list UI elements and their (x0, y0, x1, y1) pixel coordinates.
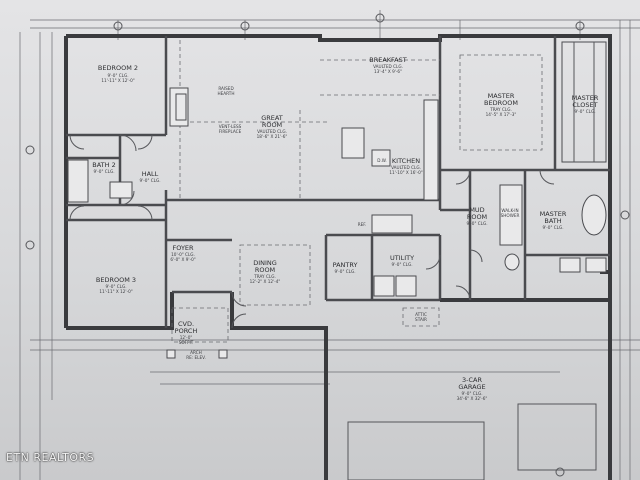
dining-room-label: DINING (253, 259, 277, 267)
svg-text:ROOM: ROOM (255, 266, 275, 274)
fireplace-note: VENT-LESS (219, 124, 242, 129)
interior-walls (66, 36, 610, 328)
svg-text:VAULTED CLG.: VAULTED CLG. (391, 165, 421, 170)
mud-room-label: MUD (469, 206, 484, 214)
svg-text:12'-0": 12'-0" (180, 335, 193, 340)
kitchen-label: KITCHEN (392, 157, 420, 165)
door-swings (69, 134, 555, 329)
pantry-label: PANTRY (333, 261, 358, 269)
svg-text:SOFFIT: SOFFIT (179, 340, 194, 345)
utility-label: UTILITY (390, 254, 414, 262)
svg-text:HEARTH: HEARTH (218, 91, 235, 96)
svg-text:9'-0" CLG.: 9'-0" CLG. (139, 178, 160, 183)
great-room-label: GREAT (261, 114, 283, 122)
bedroom3-label: BEDROOM 3 (96, 276, 136, 284)
breakfast-label: BREAKFAST (369, 56, 407, 64)
svg-text:11'-11" X 12'-0": 11'-11" X 12'-0" (101, 78, 134, 83)
svg-text:STAIR: STAIR (415, 317, 427, 322)
refrigerator-note: REF. (358, 222, 367, 227)
svg-text:FIREPLACE: FIREPLACE (219, 129, 242, 134)
hall-label: HALL (142, 170, 159, 178)
svg-text:RE: ELEV.: RE: ELEV. (186, 355, 206, 360)
room-labels: BEDROOM 2 9'-0" CLG. 11'-11" X 12'-0" GR… (92, 56, 599, 401)
master-bath-label: MASTER (540, 210, 567, 218)
plan-notes: RAISED HEARTH VENT-LESS FIREPLACE WALK-I… (186, 86, 519, 360)
garage-label: 3-CAR (462, 376, 482, 384)
svg-text:ROOM: ROOM (262, 121, 282, 129)
svg-text:GARAGE: GARAGE (458, 383, 485, 391)
exterior-walls (64, 34, 612, 480)
dimension-lines (19, 10, 640, 480)
svg-text:10'-0" CLG.: 10'-0" CLG. (171, 252, 195, 257)
svg-text:11'-10" X 16'-0": 11'-10" X 16'-0" (389, 170, 422, 175)
svg-text:TRAY CLG.: TRAY CLG. (253, 274, 276, 279)
svg-text:PORCH: PORCH (175, 327, 198, 335)
dishwasher-note: D.W. (377, 158, 387, 163)
ceiling-lines (179, 40, 543, 327)
attic-stair-note: ATTIC (415, 312, 427, 317)
svg-text:9'-0" CLG.: 9'-0" CLG. (574, 109, 595, 114)
svg-text:9'-0" CLG.: 9'-0" CLG. (391, 262, 412, 267)
svg-text:9'-0" CLG.: 9'-0" CLG. (334, 269, 355, 274)
fixtures (67, 41, 607, 297)
svg-text:34'-6" X 32'-6": 34'-6" X 32'-6" (457, 396, 488, 401)
raised-hearth-note: RAISED (218, 86, 233, 91)
svg-text:BEDROOM: BEDROOM (484, 99, 518, 107)
watermark: ETN REALTORS (6, 451, 95, 464)
svg-text:VAULTED CLG.: VAULTED CLG. (257, 129, 287, 134)
svg-text:9'-0" CLG.: 9'-0" CLG. (107, 73, 128, 78)
bedroom2-label: BEDROOM 2 (98, 64, 138, 72)
svg-text:18'-6" X 21'-6": 18'-6" X 21'-6" (257, 134, 288, 139)
foyer-label: FOYER (172, 244, 194, 252)
svg-text:9'-0" CLG.: 9'-0" CLG. (461, 391, 482, 396)
svg-text:ROOM: ROOM (467, 213, 487, 221)
svg-text:11'-11" X 12'-0": 11'-11" X 12'-0" (99, 289, 132, 294)
svg-text:9'-0" CLG.: 9'-0" CLG. (542, 225, 563, 230)
porch-label: CVD. (178, 320, 194, 328)
arch-note: ARCH (190, 350, 202, 355)
svg-text:12'-2" X 12'-4": 12'-2" X 12'-4" (250, 279, 281, 284)
svg-text:VAULTED CLG.: VAULTED CLG. (373, 64, 403, 69)
svg-text:TRAY CLG.: TRAY CLG. (489, 107, 512, 112)
svg-text:6'-0" X 9'-0": 6'-0" X 9'-0" (170, 257, 195, 262)
master-closet-label: MASTER (572, 94, 599, 102)
svg-text:BATH: BATH (544, 217, 561, 225)
bath2-label: BATH 2 (92, 161, 115, 169)
svg-text:14'-5" X 17'-3": 14'-5" X 17'-3" (486, 112, 517, 117)
master-bedroom-label: MASTER (488, 92, 515, 100)
svg-text:9'-0" CLG.: 9'-0" CLG. (105, 284, 126, 289)
svg-text:9'-0" CLG.: 9'-0" CLG. (466, 221, 487, 226)
svg-text:CLOSET: CLOSET (572, 101, 597, 109)
svg-text:9'-0" CLG.: 9'-0" CLG. (93, 169, 114, 174)
svg-text:13'-4" X 9'-6": 13'-4" X 9'-6" (374, 69, 402, 74)
garage-doors (166, 307, 597, 480)
walk-in-shower-note: WALK-IN (501, 208, 518, 213)
svg-text:SHOWER: SHOWER (501, 213, 520, 218)
